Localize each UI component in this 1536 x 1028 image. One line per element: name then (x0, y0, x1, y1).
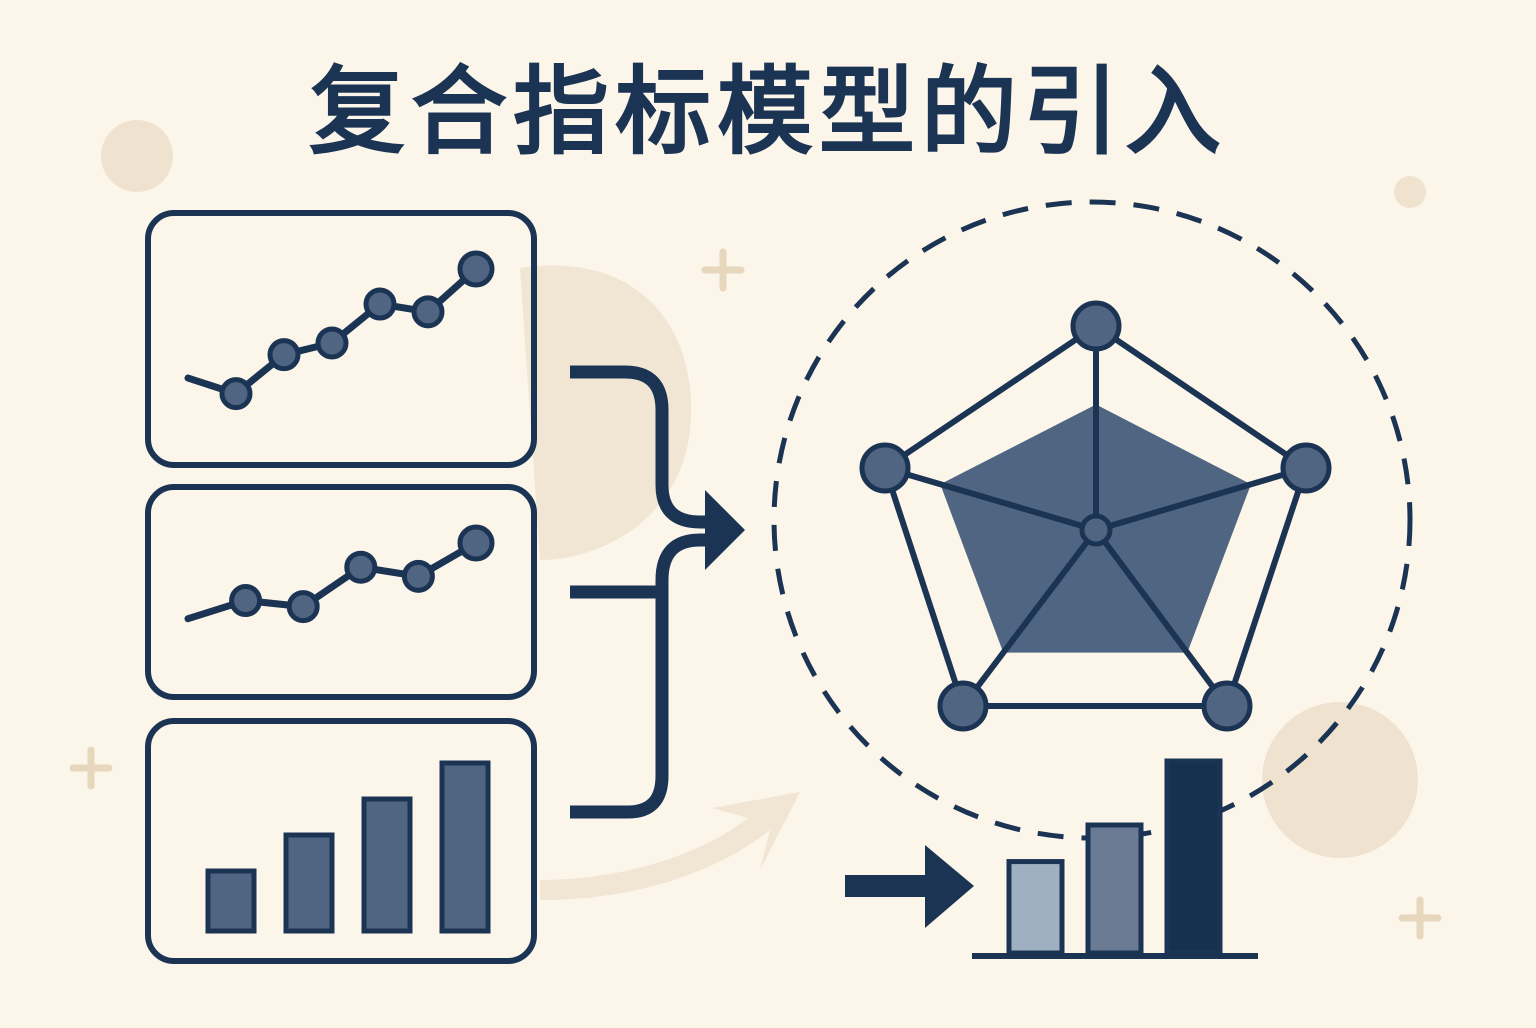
line-chart-panel (145, 210, 537, 468)
panel-frame (145, 718, 537, 964)
data-point (315, 326, 349, 360)
panel-frame (145, 484, 537, 700)
radar-vertex (937, 680, 989, 732)
decor-circle (1394, 176, 1426, 208)
data-point (363, 287, 397, 321)
output-bar-chart (845, 758, 1258, 959)
data-point (286, 590, 320, 624)
plus-sparkle-icon (69, 746, 113, 790)
data-point (411, 295, 445, 329)
bar (439, 760, 491, 934)
bar (361, 796, 413, 934)
merge-connector-line (570, 365, 715, 529)
data-point (229, 584, 263, 618)
merge-arrow-icon (705, 490, 745, 570)
panel-frame (145, 210, 537, 468)
data-point (401, 559, 435, 593)
radar-vertex (859, 442, 911, 494)
data-point (344, 550, 378, 584)
radar-axis (1095, 465, 1307, 533)
decor-circle (101, 120, 173, 192)
radar-vertex (1070, 300, 1122, 352)
radar-vertex (1280, 442, 1332, 494)
page-title: 复合指标模型的引入 (309, 56, 1227, 168)
data-point (219, 377, 253, 411)
merge-connector-line (570, 592, 669, 819)
bar (283, 832, 335, 934)
right-arrow-icon (925, 845, 974, 928)
bar-chart-panel (145, 718, 537, 964)
decor-blob (520, 265, 692, 560)
radar-axis (1093, 528, 1230, 708)
data-point (457, 250, 495, 288)
radar-vertex (1201, 680, 1253, 732)
radar-axis (960, 528, 1099, 708)
radar-center (1079, 513, 1113, 547)
plus-sparkle-icon (1398, 896, 1442, 940)
decor-swoosh-arrow (540, 792, 800, 900)
plus-sparkle-icon (701, 248, 745, 292)
data-point (457, 524, 495, 562)
merge-connector-line (570, 533, 715, 599)
decor-circle (1262, 702, 1418, 858)
merge-connector (570, 365, 745, 819)
output-bar (1164, 758, 1223, 956)
output-bar (1085, 822, 1144, 956)
radar-chart (771, 199, 1413, 841)
line-chart-panel (145, 484, 537, 700)
bar (205, 868, 257, 934)
radar-axis (884, 465, 1097, 533)
radar-outline (882, 323, 1309, 709)
output-bar (1006, 859, 1065, 956)
data-point (267, 338, 301, 372)
background-decorations (69, 120, 1442, 940)
input-panels (145, 210, 537, 964)
